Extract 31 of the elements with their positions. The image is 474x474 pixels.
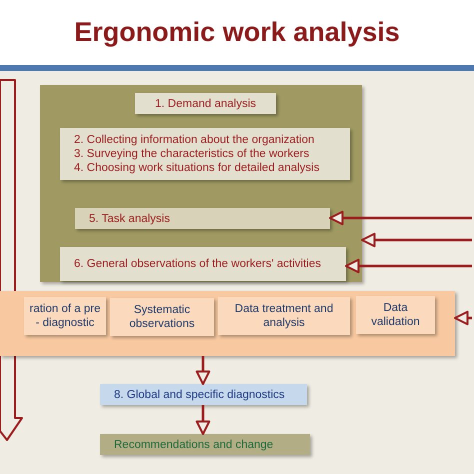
group-panel bbox=[0, 291, 455, 356]
step-text: 4. Choosing work situations for detailed analysis bbox=[74, 161, 320, 175]
process-box bbox=[218, 297, 350, 335]
step-text: 2. Collecting information about the organization bbox=[74, 133, 316, 147]
step-text: 1. Demand analysis bbox=[154, 96, 257, 110]
process-box bbox=[75, 208, 330, 229]
step-text: 3. Surveying the characteristics of the workers bbox=[74, 147, 310, 161]
arrow bbox=[454, 310, 472, 326]
step-text: ration of a pre - diagnostic bbox=[28, 302, 102, 330]
title: Ergonomic work analysis bbox=[74, 17, 400, 48]
step-text: 8. Global and specific diagnostics bbox=[114, 388, 286, 402]
step-text: Data treatment and analysis bbox=[234, 302, 334, 330]
step-text: 6. General observations of the workers' activities bbox=[74, 257, 322, 271]
process-box bbox=[135, 93, 276, 114]
process-box bbox=[110, 298, 214, 336]
step-text: Recommendations and change bbox=[114, 438, 274, 452]
process-box bbox=[356, 296, 435, 334]
step-text: Data validation bbox=[370, 301, 421, 329]
arrow bbox=[329, 210, 472, 226]
arrow bbox=[196, 356, 210, 385]
arrow bbox=[345, 258, 472, 274]
process-box bbox=[100, 434, 310, 455]
group-panel bbox=[40, 85, 362, 282]
step-text: Systematic observations bbox=[128, 303, 196, 331]
process-box bbox=[24, 297, 106, 335]
process-box bbox=[60, 128, 350, 180]
process-box bbox=[60, 247, 346, 281]
step-text: 5. Task analysis bbox=[89, 212, 171, 226]
process-box bbox=[100, 384, 307, 405]
arrow bbox=[196, 405, 210, 435]
arrow bbox=[361, 232, 472, 248]
